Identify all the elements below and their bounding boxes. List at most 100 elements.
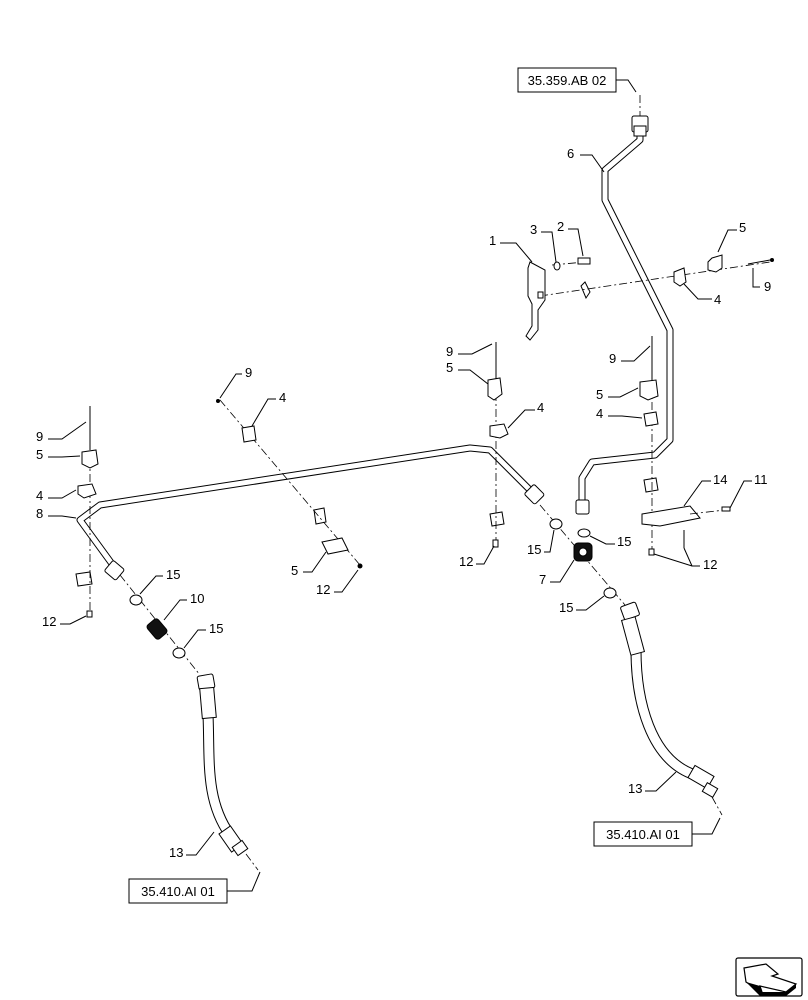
bolt-2 [577, 257, 591, 265]
leader-9 [458, 343, 493, 355]
nut-12-center [492, 539, 499, 548]
leader-5 [48, 455, 81, 458]
callout-15[interactable]: 15 [559, 600, 573, 615]
callout-1[interactable]: 1 [489, 233, 496, 248]
callout-4[interactable]: 4 [714, 292, 721, 307]
ref-leader [616, 79, 637, 93]
clamp-half-4-right [643, 411, 659, 427]
leader-11 [729, 480, 752, 509]
leader-2 [568, 228, 584, 257]
callout-2[interactable]: 2 [557, 219, 564, 234]
leader-4 [683, 283, 712, 300]
callout-12[interactable]: 12 [316, 582, 330, 597]
callout-9[interactable]: 9 [609, 351, 616, 366]
clamp-5-top [707, 254, 723, 273]
leader-12 [653, 553, 700, 567]
callout-4[interactable]: 4 [279, 390, 286, 405]
centerline [539, 261, 771, 297]
callout-3[interactable]: 3 [530, 222, 537, 237]
leader-4 [251, 398, 276, 427]
hose-13-left [196, 673, 249, 857]
callout-4[interactable]: 4 [36, 488, 43, 503]
callout-9[interactable]: 9 [764, 279, 771, 294]
callout-15[interactable]: 15 [209, 621, 223, 636]
leader-12 [476, 545, 495, 565]
leader-13 [645, 771, 677, 792]
nut-12-left [86, 610, 93, 618]
callout-15[interactable]: 15 [617, 534, 631, 549]
callout-12[interactable]: 12 [42, 614, 56, 629]
leader-15 [139, 575, 163, 595]
clamp-half-4-top [673, 267, 687, 287]
callout-5[interactable]: 5 [739, 220, 746, 235]
callout-9[interactable]: 9 [36, 429, 43, 444]
callout-5[interactable]: 5 [596, 387, 603, 402]
callout-15[interactable]: 15 [527, 542, 541, 557]
fitting-chain-right [549, 518, 617, 599]
callout-7[interactable]: 7 [539, 572, 546, 587]
reference-box-bottom-right[interactable]: 35.410.AI 01 [593, 821, 693, 847]
callout-4[interactable]: 4 [537, 400, 544, 415]
leader-9 [752, 268, 760, 288]
clamp-ghost [313, 507, 327, 525]
reference-label-bottom-right[interactable]: 35.410.AI 01 [606, 827, 680, 842]
callout-11[interactable]: 11 [754, 472, 768, 487]
callout-9[interactable]: 9 [245, 365, 252, 380]
callout-4[interactable]: 4 [596, 406, 603, 421]
clamp-5-right [639, 379, 659, 401]
clamp-ghost [489, 511, 505, 527]
leader-7 [550, 559, 575, 583]
screw-9-midleft [216, 399, 220, 403]
callout-10[interactable]: 10 [190, 591, 204, 606]
callout-12[interactable]: 12 [703, 557, 717, 572]
callout-14[interactable]: 14 [713, 472, 727, 487]
callout-12[interactable]: 12 [459, 554, 473, 569]
callout-15[interactable]: 15 [166, 567, 180, 582]
callout-5[interactable]: 5 [291, 563, 298, 578]
bolt-11 [721, 506, 731, 512]
clamp-ghost [75, 571, 93, 587]
hose-13-right [620, 601, 719, 799]
leader-15 [544, 529, 555, 553]
leader-12 [334, 569, 359, 593]
leader-14 [683, 480, 711, 507]
reference-label-bottom-left[interactable]: 35.410.AI 01 [141, 884, 215, 899]
leader-5 [303, 551, 327, 573]
leader-1 [500, 242, 533, 263]
bracket-1 [525, 261, 546, 341]
clamp-5-center [487, 377, 503, 401]
reference-box-top[interactable]: 35.359.AB 02 [517, 67, 617, 93]
callout-13[interactable]: 13 [628, 781, 642, 796]
leader-8 [48, 515, 77, 519]
callout-5[interactable]: 5 [36, 447, 43, 462]
leader-4 [608, 415, 643, 419]
ref-leader [692, 817, 721, 835]
leader-9 [219, 373, 242, 399]
fitting-chain-left [129, 594, 186, 659]
next-page-arrow-icon[interactable] [735, 957, 803, 997]
leader-12 [60, 615, 87, 625]
leader-5 [458, 369, 489, 385]
leader-4 [507, 409, 535, 429]
nut-12-midleft [357, 563, 363, 569]
clamp-ghost [580, 281, 591, 300]
leader-15 [183, 629, 206, 649]
nut-12-right [648, 548, 655, 556]
callout-13[interactable]: 13 [169, 845, 183, 860]
callout-9[interactable]: 9 [446, 344, 453, 359]
pipe-8 [76, 444, 545, 581]
leader-5 [717, 229, 737, 253]
washer-3 [553, 261, 561, 271]
callout-8[interactable]: 8 [36, 506, 43, 521]
centerline [711, 796, 723, 816]
callout-6[interactable]: 6 [567, 146, 574, 161]
leader-6 [580, 154, 605, 173]
leader-10 [163, 599, 187, 621]
reference-box-bottom-left[interactable]: 35.410.AI 01 [128, 878, 228, 904]
leader-12b [683, 547, 693, 567]
reference-label-top[interactable]: 35.359.AB 02 [528, 73, 607, 88]
callout-5[interactable]: 5 [446, 360, 453, 375]
leader-15 [589, 535, 615, 545]
